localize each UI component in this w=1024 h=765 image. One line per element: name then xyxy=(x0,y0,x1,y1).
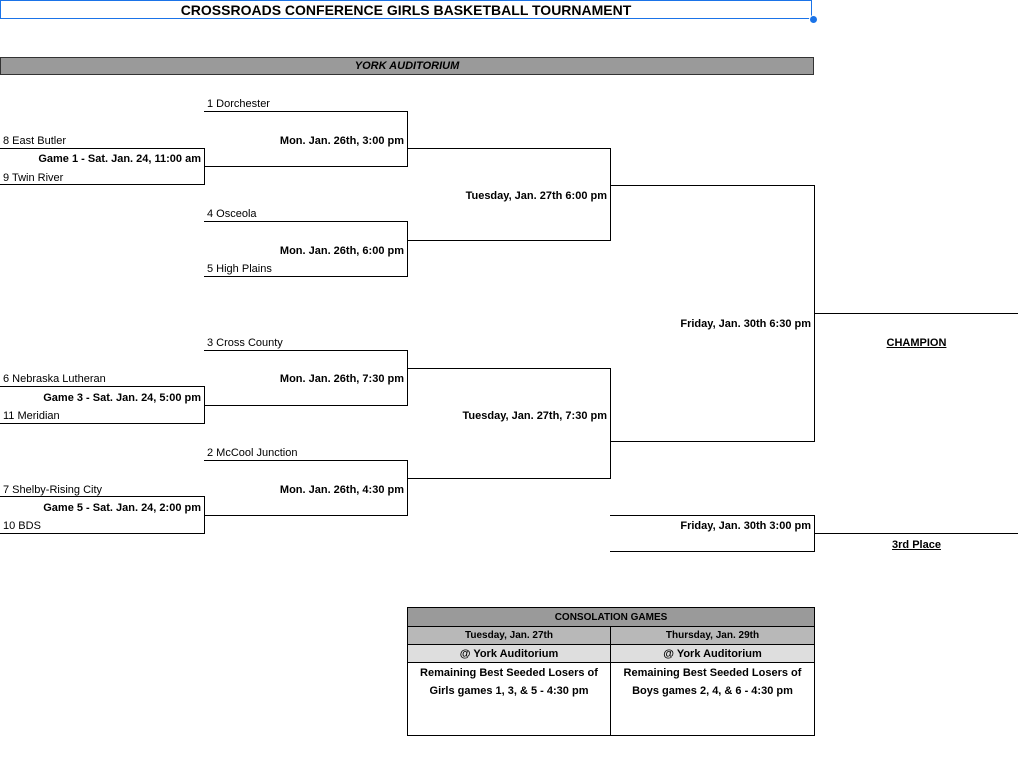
team-shelby-rising-city[interactable]: 7 Shelby-Rising City xyxy=(3,484,103,496)
semifinal-1-schedule[interactable]: Tuesday, Jan. 27th 6:00 pm xyxy=(465,190,607,202)
bracket-line xyxy=(204,515,408,516)
consolation-girls-column: Tuesday, Jan. 27th @ York Auditorium Rem… xyxy=(408,627,611,735)
team-dorchester[interactable]: 1 Dorchester xyxy=(207,98,270,110)
team-east-butler[interactable]: 8 East Butler xyxy=(3,135,66,147)
bracket-line xyxy=(610,515,815,516)
bracket-line xyxy=(610,551,815,552)
bracket-line xyxy=(0,148,204,149)
consolation-header[interactable]: CONSOLATION GAMES xyxy=(408,608,814,627)
game-3-schedule[interactable]: Game 3 - Sat. Jan. 24, 5:00 pm xyxy=(43,392,201,404)
team-nebraska-lutheran[interactable]: 6 Nebraska Lutheran xyxy=(3,373,106,385)
bracket-line xyxy=(0,533,204,534)
bracket-line xyxy=(204,111,408,112)
consolation-boys-description[interactable]: Remaining Best Seeded Losers of Boys gam… xyxy=(611,663,814,700)
bracket-line xyxy=(0,184,204,185)
bracket-line xyxy=(407,368,611,369)
bracket-line xyxy=(204,221,408,222)
venue-banner[interactable]: YORK AUDITORIUM xyxy=(0,57,814,75)
tournament-title[interactable]: CROSSROADS CONFERENCE GIRLS BASKETBALL T… xyxy=(0,0,812,19)
champion-label[interactable]: CHAMPION xyxy=(886,337,947,349)
bracket-line xyxy=(0,386,204,387)
bracket-line xyxy=(407,350,408,406)
game-5-schedule[interactable]: Game 5 - Sat. Jan. 24, 2:00 pm xyxy=(43,502,201,514)
team-osceola[interactable]: 4 Osceola xyxy=(207,208,257,220)
bracket-line xyxy=(204,405,408,406)
consolation-girls-line-2: Girls games 1, 3, & 5 - 4:30 pm xyxy=(429,685,589,697)
bracket-line xyxy=(407,240,611,241)
selection-fill-handle[interactable] xyxy=(809,15,818,24)
bracket-line xyxy=(407,148,611,149)
bracket-line xyxy=(407,478,611,479)
bracket-line xyxy=(610,441,815,442)
bracket-line xyxy=(610,368,611,479)
consolation-boys-date[interactable]: Thursday, Jan. 29th xyxy=(611,627,814,645)
quarterfinal-2-schedule[interactable]: Mon. Jan. 26th, 6:00 pm xyxy=(279,245,404,257)
quarterfinal-4-schedule[interactable]: Mon. Jan. 26th, 4:30 pm xyxy=(279,484,404,496)
consolation-girls-line-1: Remaining Best Seeded Losers of xyxy=(420,667,598,679)
consolation-games-table: CONSOLATION GAMES Tuesday, Jan. 27th @ Y… xyxy=(407,607,815,736)
bracket-line xyxy=(407,221,408,277)
quarterfinal-3-schedule[interactable]: Mon. Jan. 26th, 7:30 pm xyxy=(279,373,404,385)
third-place-label[interactable]: 3rd Place xyxy=(892,539,941,551)
bracket-line xyxy=(610,185,815,186)
championship-schedule[interactable]: Friday, Jan. 30th 6:30 pm xyxy=(680,318,811,330)
consolation-girls-description[interactable]: Remaining Best Seeded Losers of Girls ga… xyxy=(408,663,610,700)
semifinal-2-schedule[interactable]: Tuesday, Jan. 27th, 7:30 pm xyxy=(462,410,607,422)
consolation-girls-venue[interactable]: @ York Auditorium xyxy=(408,645,610,663)
bracket-line xyxy=(0,496,204,497)
consolation-boys-venue[interactable]: @ York Auditorium xyxy=(611,645,814,663)
bracket-line xyxy=(610,148,611,241)
team-meridian[interactable]: 11 Meridian xyxy=(3,410,60,422)
consolation-girls-date[interactable]: Tuesday, Jan. 27th xyxy=(408,627,610,645)
team-cross-county[interactable]: 3 Cross County xyxy=(207,337,283,349)
bracket-line xyxy=(407,460,408,516)
bracket-line xyxy=(204,276,408,277)
quarterfinal-1-schedule[interactable]: Mon. Jan. 26th, 3:00 pm xyxy=(279,135,404,147)
bracket-line xyxy=(814,313,1018,314)
team-twin-river[interactable]: 9 Twin River xyxy=(3,172,64,184)
bracket-line xyxy=(814,533,1018,534)
team-bds[interactable]: 10 BDS xyxy=(3,520,41,532)
bracket-line xyxy=(204,166,408,167)
bracket-line xyxy=(407,111,408,167)
team-mccool-junction[interactable]: 2 McCool Junction xyxy=(207,447,298,459)
third-place-game-schedule[interactable]: Friday, Jan. 30th 3:00 pm xyxy=(680,520,811,532)
consolation-boys-line-1: Remaining Best Seeded Losers of xyxy=(623,667,802,679)
consolation-boys-column: Thursday, Jan. 29th @ York Auditorium Re… xyxy=(611,627,814,735)
bracket-line xyxy=(204,350,408,351)
bracket-line xyxy=(0,423,204,424)
bracket-line xyxy=(204,460,408,461)
consolation-boys-line-2: Boys games 2, 4, & 6 - 4:30 pm xyxy=(632,685,793,697)
game-1-schedule[interactable]: Game 1 - Sat. Jan. 24, 11:00 am xyxy=(38,153,201,165)
team-high-plains[interactable]: 5 High Plains xyxy=(207,263,272,275)
